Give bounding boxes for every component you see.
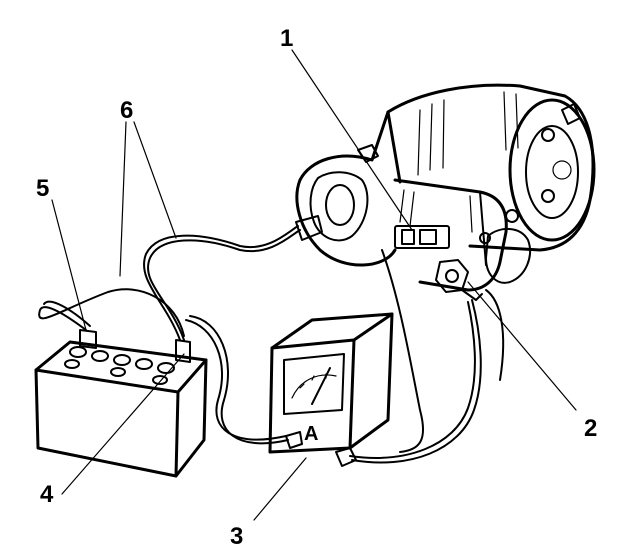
callout-4: 4 xyxy=(40,481,54,508)
leader-lines xyxy=(51,49,577,521)
meter-letter-label: A xyxy=(304,423,318,445)
callout-6: 6 xyxy=(120,97,133,124)
leader-line-2 xyxy=(467,281,577,411)
leader-line-5 xyxy=(51,199,87,331)
leader-line-1 xyxy=(291,49,413,231)
ammeter: A xyxy=(268,312,394,467)
callouts: 1 2 3 4 5 6 xyxy=(36,25,597,550)
battery-negative-terminal xyxy=(79,329,97,349)
leader-line-6b xyxy=(133,121,177,239)
callout-3: 3 xyxy=(230,523,243,550)
test-leads xyxy=(38,215,505,464)
leader-line-6a xyxy=(119,121,127,277)
callout-2: 2 xyxy=(584,415,597,442)
battery-positive-terminal xyxy=(175,339,191,363)
callout-5: 5 xyxy=(36,175,49,202)
starter-motor xyxy=(295,83,596,301)
leader-line-4 xyxy=(61,353,185,495)
callout-1: 1 xyxy=(280,25,293,52)
leader-line-3 xyxy=(253,457,307,521)
battery xyxy=(34,329,208,478)
battery-cell-caps xyxy=(64,346,175,385)
